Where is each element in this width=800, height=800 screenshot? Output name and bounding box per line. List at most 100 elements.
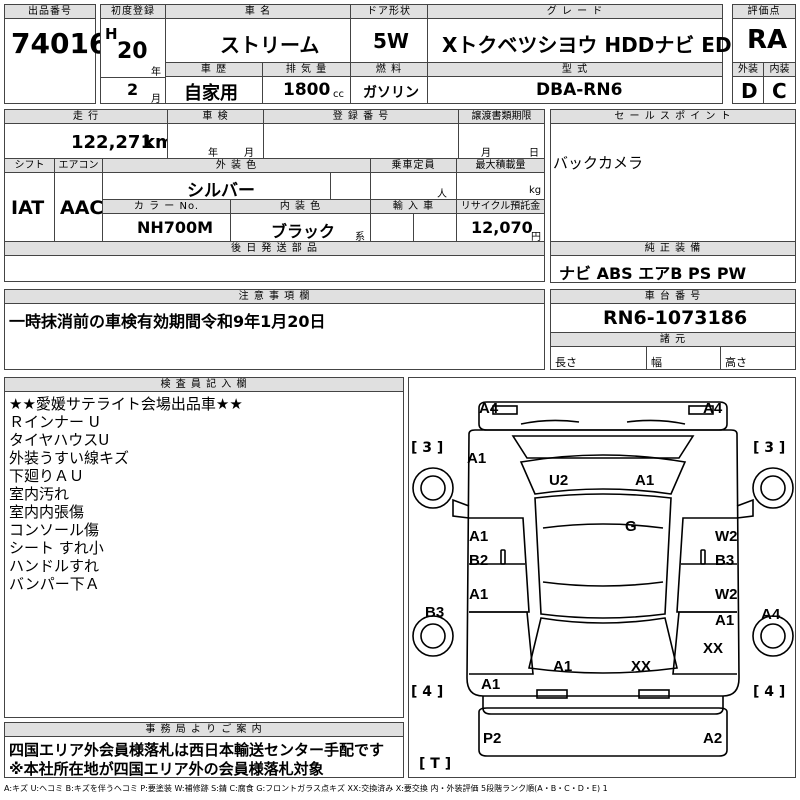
reg-no-label: 登 録 番 号 xyxy=(263,109,459,124)
damage-mark: XX xyxy=(631,658,652,675)
inspection-label: 車 検 xyxy=(167,109,264,124)
load-unit: kg xyxy=(529,185,542,196)
sales-point: バックカメラ xyxy=(553,154,644,172)
mileage-unit: km xyxy=(143,132,174,153)
recycle-cell: 12,070 円 xyxy=(456,213,545,243)
int-grade: C xyxy=(772,79,787,103)
reg-month-cell: 2 月 xyxy=(100,77,166,105)
dims-label: 諸 元 xyxy=(550,332,796,347)
tire-bracket: [ 3 ] xyxy=(411,440,444,456)
damage-diagram: A4 A4 A1 U2 A1 G A1 W2 B2 B3 A1 W2 B3 A1… xyxy=(408,377,796,778)
car-name: ストリーム xyxy=(220,33,320,57)
int-color-label: 内 装 色 xyxy=(230,199,371,214)
capacity-cell: 人 xyxy=(370,172,457,200)
cc-cell: 1800 cc xyxy=(262,76,351,104)
tire-bracket: [ 4 ] xyxy=(753,684,786,700)
interior-color: ブラック xyxy=(271,222,336,241)
history-cell: 自家用 xyxy=(165,76,263,104)
caution-label: 注 意 事 項 欄 xyxy=(4,289,545,304)
mileage: 122,271 xyxy=(71,132,153,153)
grade-label: グ レ ー ド xyxy=(427,4,723,19)
height-cell: 高さ xyxy=(720,346,796,370)
month-unit: 月 xyxy=(151,94,161,105)
import-cell-b xyxy=(413,213,457,242)
history-label: 車 歴 xyxy=(165,62,263,77)
recycle-label: リサイクル預託金 xyxy=(456,199,545,214)
cc-label: 排 気 量 xyxy=(262,62,351,77)
color-extra-cell xyxy=(330,172,371,200)
inspector-label: 検 査 員 記 入 欄 xyxy=(4,377,404,392)
damage-mark: A1 xyxy=(553,658,573,675)
ext-cell: D xyxy=(732,76,764,104)
ext-label: 外装 xyxy=(732,62,764,77)
inspector-line: タイヤハウスU xyxy=(9,431,110,449)
cc-unit: cc xyxy=(333,89,344,100)
damage-mark: A1 xyxy=(469,528,489,545)
score: RA xyxy=(747,25,788,55)
damage-mark: A1 xyxy=(481,676,501,693)
reg-year: 20 xyxy=(117,39,148,64)
damage-mark: W2 xyxy=(715,528,738,545)
inspector-line: ★★愛媛サテライト会場出品車★★ xyxy=(9,395,243,413)
later-parts-cell xyxy=(4,255,545,282)
int-color-unit: 系 xyxy=(355,232,365,243)
damage-mark: W2 xyxy=(715,586,738,603)
tire-bracket: [ 4 ] xyxy=(411,684,444,700)
lot-number: 74016 xyxy=(11,27,109,60)
damage-mark: U2 xyxy=(549,472,569,489)
load-cell: kg xyxy=(456,172,545,200)
transfer-day-unit: 日 xyxy=(529,148,539,159)
ac-label: エアコン xyxy=(54,158,103,173)
office-line-2: ※本社所在地が四国エリア外の会員様落札対象 xyxy=(9,760,324,778)
sales-point-label: セ ー ル ス ポ イ ン ト xyxy=(550,109,796,124)
inspector-notes: ★★愛媛サテライト会場出品車★★ Ｒインナー U タイヤハウスU 外装うすい線キ… xyxy=(9,395,243,593)
doors-label: ドア形状 xyxy=(350,4,428,19)
grade: Xトクベツシヨウ HDDナビ ED xyxy=(442,33,732,57)
inspector-line: 室内内張傷 xyxy=(9,503,85,521)
first-reg-label: 初度登録 xyxy=(100,4,166,19)
int-label: 内装 xyxy=(763,62,796,77)
displacement: 1800 xyxy=(283,80,331,100)
damage-mark: A4 xyxy=(761,606,781,623)
shift-label: シフト xyxy=(4,158,55,173)
spare-tire-bracket: [ T ] xyxy=(419,756,452,772)
model: DBA-RN6 xyxy=(536,80,623,100)
office-label: 事 務 局 よ り ご 案 内 xyxy=(4,722,404,737)
chassis-label: 車 台 番 号 xyxy=(550,289,796,304)
inspector-line: 室内汚れ xyxy=(9,485,70,503)
lot-label: 出品番号 xyxy=(4,4,96,19)
inspection-year-unit: 年 xyxy=(208,148,218,159)
model-label: 型 式 xyxy=(427,62,723,77)
inspector-line: 下廻りＡＵ xyxy=(9,467,85,485)
equipment-label: 純 正 装 備 xyxy=(550,241,796,256)
first-reg-cell: H 20 年 xyxy=(100,18,166,78)
sales-point-cell: バックカメラ xyxy=(550,123,796,256)
inspection-month-unit: 月 xyxy=(244,148,254,159)
year-unit: 年 xyxy=(151,67,161,78)
later-parts-label: 後 日 発 送 部 品 xyxy=(4,241,545,256)
car-name-label: 車 名 xyxy=(165,4,351,19)
damage-mark: B2 xyxy=(469,552,489,569)
history: 自家用 xyxy=(184,83,238,104)
import-label: 輸 入 車 xyxy=(370,199,457,214)
int-color-cell: ブラック 系 xyxy=(230,213,371,243)
score-cell: RA xyxy=(732,18,796,63)
color-no-cell: NH700M xyxy=(102,213,231,242)
model-cell: DBA-RN6 xyxy=(427,76,723,104)
width-label: 幅 xyxy=(651,356,662,369)
color-no-label: カ ラ ー No. xyxy=(102,199,231,214)
car-outline-icon xyxy=(412,401,794,757)
chassis-cell: RN6-1073186 xyxy=(550,303,796,333)
doors: 5W xyxy=(373,29,409,53)
inspector-line: Ｒインナー U xyxy=(9,413,100,431)
legend: A:キズ U:ヘコミ B:キズを伴うヘコミ P:要塗装 W:補修跡 S:錆 C:… xyxy=(4,784,608,793)
mileage-cell: 122,271 km xyxy=(4,123,174,159)
capacity-label: 乗車定員 xyxy=(370,158,457,173)
damage-mark: XX xyxy=(703,640,724,657)
int-cell: C xyxy=(763,76,796,104)
damage-mark: A1 xyxy=(715,612,735,629)
tire-bracket: [ 3 ] xyxy=(753,440,786,456)
import-cell-a xyxy=(370,213,414,242)
mileage-label: 走 行 xyxy=(4,109,168,124)
damage-mark: A4 xyxy=(703,400,723,417)
